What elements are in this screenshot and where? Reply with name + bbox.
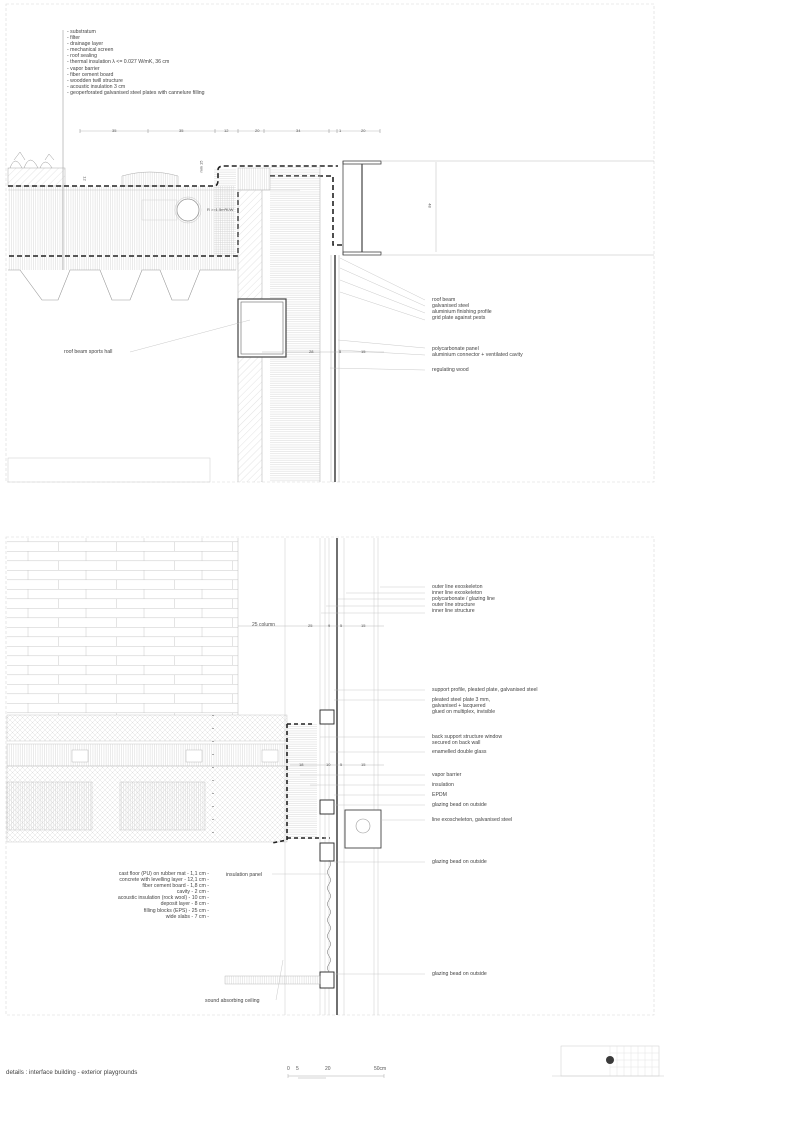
min-dim: min 15 <box>198 160 204 173</box>
regulating-wood-label: regulating wood <box>432 367 469 373</box>
drawing-caption: details : interface building - exterior … <box>6 1069 138 1076</box>
scale-tick: 20 <box>325 1066 331 1072</box>
dim-label: 5 <box>340 762 343 767</box>
exoskeleton-labels: outer line exoskeleton inner line exoske… <box>432 584 495 615</box>
glazing-bead-label: glazing bead on outside <box>432 802 487 808</box>
key-plan <box>552 1045 664 1077</box>
pleated-plate-label: pleated steel plate 3 mm, galvanised + l… <box>432 697 496 716</box>
insulation-panel-label: insulation panel <box>226 872 263 878</box>
glazing-bead-label: glazing bead on outside <box>432 859 487 865</box>
dim-label: 20 <box>361 128 366 133</box>
column-dim: 25 column <box>252 622 276 628</box>
floor-layer-list: cast floor (PU) on rubber mat - 1,1 cm -… <box>117 871 209 920</box>
scale-tick: 50cm <box>374 1066 387 1072</box>
pipe-label: R >=1.5m²K/W <box>207 207 234 212</box>
dim-label: 15 <box>361 762 366 767</box>
glass-label: enamelled double glass <box>432 749 487 755</box>
dim-label: 18 <box>299 762 304 767</box>
glazing-bead-label: glazing bead on outside <box>432 971 487 977</box>
dim-label: 15 <box>361 623 366 628</box>
scale-bar <box>287 1074 385 1079</box>
dim-label: 5 <box>340 623 343 628</box>
vapor-barrier-label: vapor barrier <box>432 772 462 778</box>
back-support-label: back support structure window secured on… <box>432 734 503 747</box>
dim-label: 12 <box>224 128 229 133</box>
exoskeleton-steel-label: line exoscheleton, galvanised steel <box>432 817 513 823</box>
dim-label: 5 <box>339 349 342 354</box>
scale-tick: 0 <box>287 1066 290 1072</box>
dim-label: 25 <box>308 623 313 628</box>
dim-label: 9 <box>328 623 331 628</box>
dim-label: 1 <box>339 128 342 133</box>
roof-beam-sports-hall-label: roof beam sports hall <box>64 349 113 355</box>
dim-label: 10 <box>326 762 331 767</box>
dim-label: 20 <box>255 128 260 133</box>
support-profile-label: support profile, pleated plate, galvanis… <box>432 687 538 693</box>
beam-height-dim: 48 <box>427 203 433 208</box>
sound-absorbing-ceiling-label: sound absorbing ceiling <box>205 998 260 1004</box>
dim-label: 34 <box>296 128 301 133</box>
dim-label: 15 <box>361 349 366 354</box>
scale-tick: 5 <box>296 1066 299 1072</box>
roof-beam-labels: roof beam galvanised steel aluminium fin… <box>432 297 492 322</box>
roof-layer-list: - substratum - filter - drainage layer -… <box>67 29 205 96</box>
parapet-dim: 12 <box>82 176 88 181</box>
insulation-label: insulation <box>432 782 454 788</box>
dim-label: 28 <box>309 349 314 354</box>
dim-label: 35 <box>112 128 117 133</box>
epdm-label: EPDM <box>432 792 447 798</box>
dim-label: 35 <box>179 128 184 133</box>
panel-labels: polycarbonate panel aluminium connector … <box>432 346 523 359</box>
